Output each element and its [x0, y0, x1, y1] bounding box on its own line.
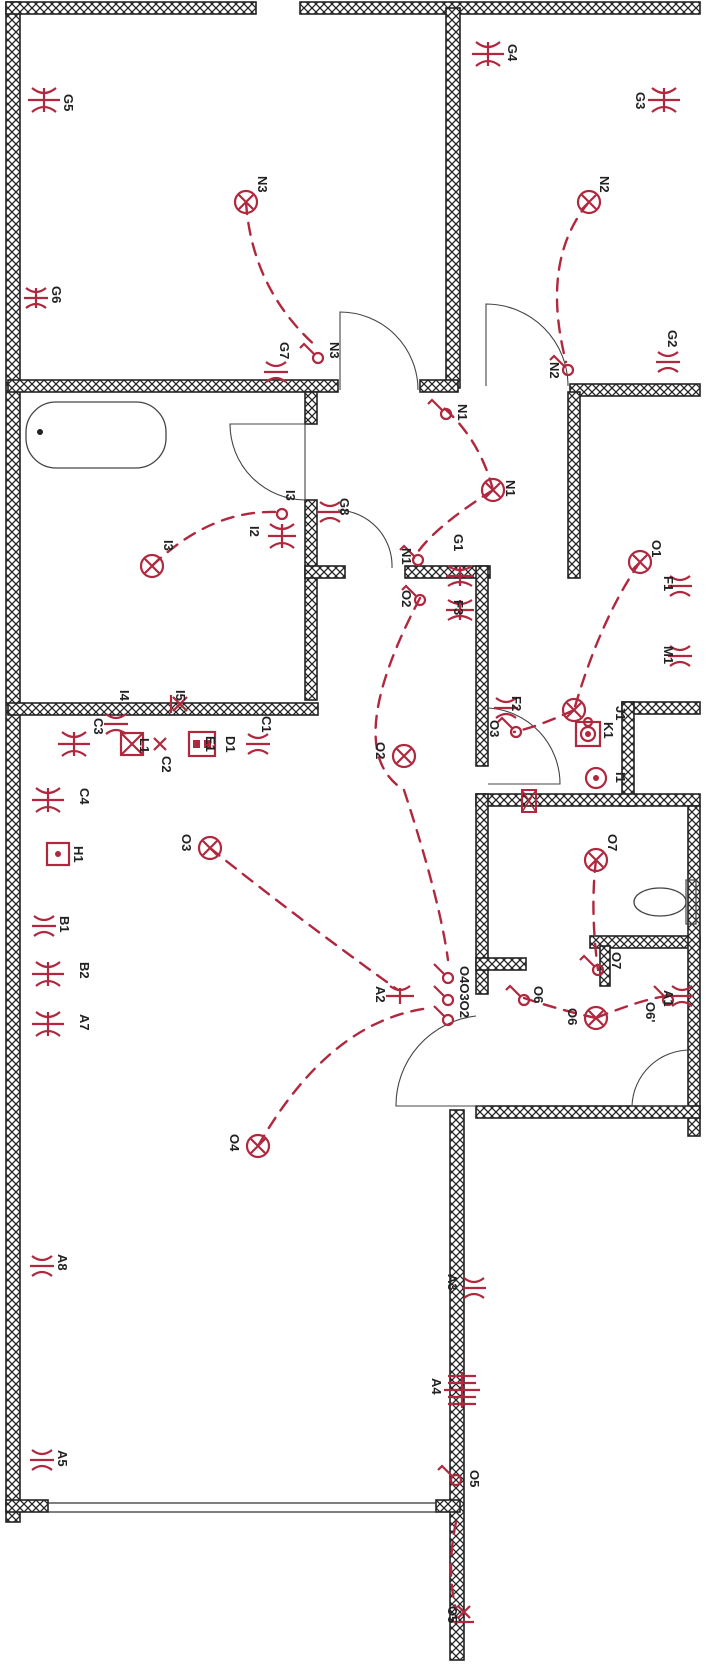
label-lamp-o1: O1 [649, 540, 664, 557]
label-switch-o6: O6 [531, 986, 546, 1003]
label-lamp-o7: O7 [605, 834, 620, 851]
label-lamp-n2: N2 [597, 176, 612, 193]
label-lamp-n1: N1 [503, 480, 518, 497]
label-socket-g5: G5 [61, 94, 76, 111]
label-socket-g1: G1 [451, 534, 466, 551]
label-switch-o5: O5 [467, 1470, 482, 1487]
label-socket-g7: G7 [277, 342, 292, 359]
labels: N3 N2 N1 I3 O1 O2 O3 O4 O6 O7 G5 G6 G7 G… [49, 44, 680, 1623]
lamp-n2 [576, 189, 602, 215]
bathtub [25, 401, 167, 469]
label-socket-b1: B1 [57, 916, 72, 933]
lamp-o4 [245, 1133, 271, 1159]
label-socket-a4: A4 [429, 1378, 444, 1395]
lamp-o6 [583, 1005, 609, 1031]
boxes [45, 695, 608, 1624]
lamps [139, 189, 653, 1159]
label-lamp-o6: O6 [565, 1008, 580, 1025]
label-socket-g8: G8 [337, 498, 352, 515]
label-switch-o2: O2 [399, 590, 414, 607]
lamp-n1 [480, 477, 506, 503]
toilet [633, 887, 687, 917]
label-switch-o4o3o2: O4O3O2 [457, 966, 472, 1018]
label-socket-a7: A7 [77, 1014, 92, 1031]
label-box-i1: I1 [613, 772, 628, 783]
label-box-c2: C2 [159, 756, 174, 773]
lamp-n3 [233, 189, 259, 215]
label-switch-o7: O7 [609, 952, 624, 969]
label-lamp-o3: O3 [179, 834, 194, 851]
lamp-o1-b [561, 697, 587, 723]
label-switch-n3: N3 [327, 342, 342, 359]
label-socket-a8: A8 [55, 1254, 70, 1271]
label-socket-g2: G2 [665, 330, 680, 347]
label-box-h1: H1 [71, 846, 86, 863]
doors [229, 303, 691, 1107]
label-switch-o6-prime: O6' [643, 1002, 658, 1022]
label-socket-a2: A2 [373, 986, 388, 1003]
label-socket-a5: A5 [55, 1450, 70, 1467]
switches [275, 342, 675, 1487]
label-socket-g3: G3 [633, 92, 648, 109]
fixtures [25, 401, 697, 1513]
label-lamp-o2: O2 [373, 742, 388, 759]
label-lamp-n3: N3 [255, 176, 270, 193]
label-box-l1: L1 [137, 738, 152, 753]
label-switch-i3: I3 [283, 490, 298, 501]
label-switch-n2: N2 [547, 362, 562, 379]
label-box-e1: E1 [203, 736, 218, 752]
label-socket-a3: A3 [445, 1274, 460, 1291]
sockets [24, 41, 694, 1471]
lamp-i3 [139, 553, 165, 579]
label-socket-g6: G6 [49, 286, 64, 303]
label-socket-f2: F2 [509, 696, 524, 711]
label-socket-i2: I2 [247, 526, 262, 537]
label-socket-b2: B2 [77, 962, 92, 979]
label-box-i5: I5 [173, 690, 188, 701]
label-box-j1: J1 [613, 706, 628, 720]
label-socket-c4: C4 [77, 788, 92, 805]
lamp-o2 [391, 743, 417, 769]
label-socket-a1: A1 [661, 990, 676, 1007]
lamp-o1-a [627, 549, 653, 575]
label-box-d1: D1 [223, 736, 238, 753]
lamp-o3 [197, 835, 223, 861]
wiring [150, 200, 668, 1612]
label-lamp-i3: I3 [161, 540, 176, 551]
label-switch-n1-hall: N1 [455, 404, 470, 421]
label-socket-f1: F1 [661, 576, 676, 591]
label-box-o5: O5 [445, 1606, 460, 1623]
lamp-o7 [583, 847, 609, 873]
label-socket-g4: G4 [505, 44, 520, 62]
label-switch-o3: O3 [487, 720, 502, 737]
label-socket-i4: I4 [117, 690, 132, 702]
walls [5, 1, 701, 1661]
label-switch-n1-room: N1 [399, 548, 414, 565]
label-lamp-o4: O4 [227, 1134, 242, 1152]
label-box-k1: K1 [601, 722, 616, 739]
label-socket-m1: M1 [661, 646, 676, 664]
label-socket-c3: C3 [91, 718, 106, 735]
label-socket-c1: C1 [259, 716, 274, 733]
label-socket-f3: F3 [451, 600, 466, 615]
